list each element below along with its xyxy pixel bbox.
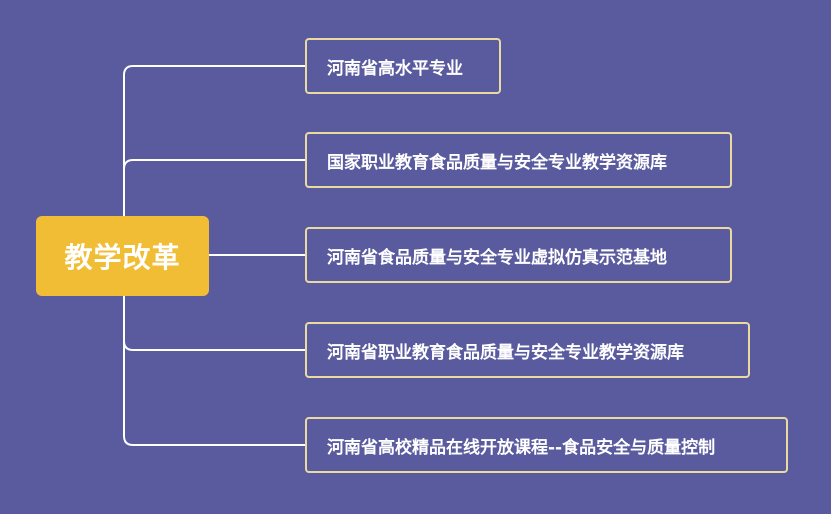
branch-topic-5-label: 河南省高校精品在线开放课程--食品安全与质量控制 bbox=[327, 437, 716, 458]
branch-topic-1-label: 河南省高水平专业 bbox=[327, 58, 463, 79]
branch-topic-2[interactable]: 国家职业教育食品质量与安全专业教学资源库 bbox=[305, 132, 732, 188]
branch-topic-4-label: 河南省职业教育食品质量与安全专业教学资源库 bbox=[327, 342, 684, 363]
central-topic[interactable]: 教学改革 bbox=[36, 216, 209, 296]
central-topic-label: 教学改革 bbox=[64, 241, 181, 274]
branch-topic-3[interactable]: 河南省食品质量与安全专业虚拟仿真示范基地 bbox=[305, 227, 732, 283]
connector-branch-4 bbox=[123, 340, 305, 351]
branch-topic-2-label: 国家职业教育食品质量与安全专业教学资源库 bbox=[327, 152, 667, 173]
branch-topic-1[interactable]: 河南省高水平专业 bbox=[305, 38, 501, 94]
branch-topic-4[interactable]: 河南省职业教育食品质量与安全专业教学资源库 bbox=[305, 322, 750, 378]
branch-topic-5[interactable]: 河南省高校精品在线开放课程--食品安全与质量控制 bbox=[305, 417, 788, 473]
branch-topic-3-label: 河南省食品质量与安全专业虚拟仿真示范基地 bbox=[327, 247, 667, 268]
connector-branch-2 bbox=[123, 159, 305, 170]
